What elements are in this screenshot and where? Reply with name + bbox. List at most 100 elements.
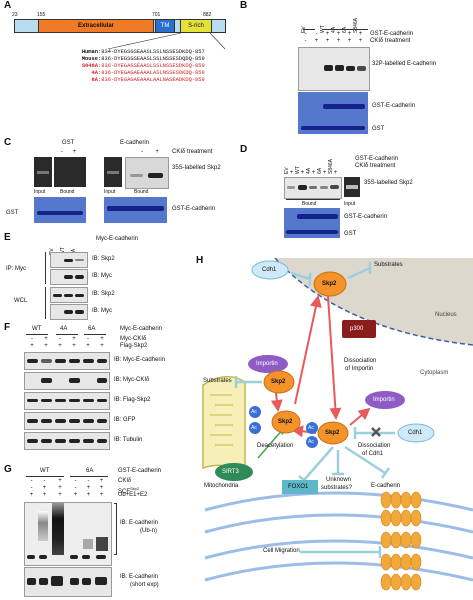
pos-701: 701 (152, 12, 161, 18)
h-cytoplasm: Cytoplasm (420, 370, 449, 376)
c-bound-blot-gst (54, 157, 86, 187)
panel-label-c: C (4, 137, 12, 148)
membrane-inner (204, 513, 473, 534)
c-gel-right-label: GST-E-cadherin (172, 206, 216, 212)
membrane-inner-2 (204, 539, 473, 560)
h-ecadherin: E-cadherin (371, 483, 401, 489)
f-header: Myc-E-cadherin (120, 326, 163, 332)
c-blot-label: 35S-labelled Skp2 (172, 165, 221, 171)
cdh1-top-node (251, 260, 289, 280)
ac-node-3 (306, 422, 318, 434)
panel-label-g: G (4, 464, 12, 475)
seq-mouse: :836-DYEGSGSEAASLSSLNSSESDQDQ-859 (98, 56, 205, 62)
b-coomassie-gel (298, 92, 368, 134)
h-substrates-left: Substrates (203, 378, 232, 384)
h-skp2-cyto: Skp2 (271, 379, 286, 385)
seq-species-s846a: S846A (81, 63, 98, 69)
g-blot-short (24, 567, 112, 597)
d-bound-line (286, 199, 340, 200)
b-row1-signs: --++++ (304, 31, 363, 37)
g-group-6a: 6A (86, 468, 94, 474)
e-ip-bracket (45, 252, 46, 284)
c-input-blot-left (34, 157, 52, 187)
f-ib-2: IB: Myc-CKIδ (114, 377, 150, 383)
e-blot-4 (50, 304, 88, 320)
e-ib-1: IB: Skp2 (92, 256, 115, 262)
d-gel-label-1: GST-E-cadherin (344, 214, 388, 220)
g-row1-label: CKIδ (118, 478, 132, 484)
c-gel-left (34, 197, 86, 223)
d-gel-label-2: GST (344, 231, 357, 237)
importin-right-node (365, 391, 405, 409)
b-row2-signs: -+++++ (304, 38, 363, 44)
f-blot-5 (24, 432, 110, 450)
g-row3-signs: ++++++ (29, 492, 104, 498)
e-blot-3 (50, 287, 88, 303)
c-bound-left: Bound (60, 189, 75, 195)
h-unknown-2: substrates? (321, 485, 353, 491)
f-line-wt (26, 334, 48, 335)
h-sirt3: SIRT3 (222, 469, 239, 475)
h-unknown-1: Unknown (326, 477, 352, 483)
seq-species-6a: 6A (91, 77, 98, 83)
f-line-6a (84, 334, 106, 335)
h-cdh1-top: Cdh1 (262, 267, 277, 273)
importin-left-node (248, 355, 288, 373)
d-row2-label: CKIδ treatment (355, 163, 396, 169)
c-gel-left-label: GST (6, 210, 19, 216)
f-row2-label: Flag-Skp2 (120, 343, 148, 349)
c-bound-right: Bound (134, 189, 149, 195)
g-ib1-sub: (Ub-n) (140, 528, 158, 534)
g-row2-sup: Skp2 (130, 486, 140, 491)
g-row3-label: Ub+E1+E2 (118, 492, 148, 498)
b-row1-label: GST-E-cadherin (370, 31, 414, 37)
seq-s846a: :836-DYEGAGSEAASLSSLNSSESDKDQ-859 (98, 63, 205, 69)
ac-node-1 (249, 406, 261, 418)
p300-node (342, 320, 376, 338)
ac-node-2 (249, 422, 261, 434)
mitochondrion (202, 376, 246, 472)
f-ib-5: IB: Tubulin (114, 437, 143, 443)
b-row2-label: CKIδ treatment (370, 38, 411, 44)
h-importin-left: Importin (256, 361, 278, 367)
sirt3-node (215, 463, 253, 481)
f-row2-signs: ++++++ (30, 343, 104, 349)
s-rich-domain: S-rich (180, 19, 212, 33)
f-group-wt: WT (32, 326, 42, 332)
c-input-left: Input (34, 189, 46, 195)
h-ac-3: Ac (308, 425, 314, 431)
d-bound-blot (284, 177, 342, 199)
g-header: GST-E-cadherin (118, 468, 162, 474)
h-cdh1-right: Cdh1 (408, 430, 423, 436)
d-bound-text: Bound (302, 201, 317, 207)
e-header: Myc-E-cadherin (96, 236, 139, 242)
g-blot-ubn (24, 502, 112, 566)
g-row2-signs: -++-++ (30, 485, 104, 491)
f-ib-4: IB: GFP (114, 417, 136, 423)
b-gel-label-2: GST (372, 126, 385, 132)
membrane-bottom (204, 561, 473, 582)
seq-human: :834-DYEGSGSEAASLSSLNSSESDKDQ-857 (98, 49, 205, 55)
ev-underline (303, 29, 315, 30)
d-gel (284, 208, 340, 238)
extracellular-domain: Extracellular (38, 19, 154, 33)
f-group-6a: 6A (88, 326, 96, 332)
h-importin-right: Importin (373, 397, 395, 403)
seq-6a: :836-DYEGAGAEAAALAALNASEADKDQ-859 (98, 77, 205, 83)
pos-882: 882 (203, 12, 212, 18)
h-p300: p300 (350, 326, 364, 332)
h-deacetylation: Deacetylation (257, 443, 294, 449)
g-bracket (114, 503, 117, 555)
h-ac-1: Ac (251, 409, 257, 415)
g-ib2: IB: E-cadherin (120, 574, 159, 580)
pos-155: 155 (37, 12, 46, 18)
h-skp2-center: Skp2 (325, 430, 340, 436)
f-blot-4 (24, 412, 110, 430)
c-treatment: CKIδ treatment (172, 149, 213, 155)
b-gel-label-1: GST-E-cadherin (372, 103, 416, 109)
h-cell-migration: Cell Migration (263, 548, 300, 554)
g-ib2-sub: (short exp) (130, 582, 159, 588)
c-input-blot-right (104, 157, 122, 187)
g-line-wt (26, 476, 64, 477)
panel-label-f: F (4, 322, 11, 333)
